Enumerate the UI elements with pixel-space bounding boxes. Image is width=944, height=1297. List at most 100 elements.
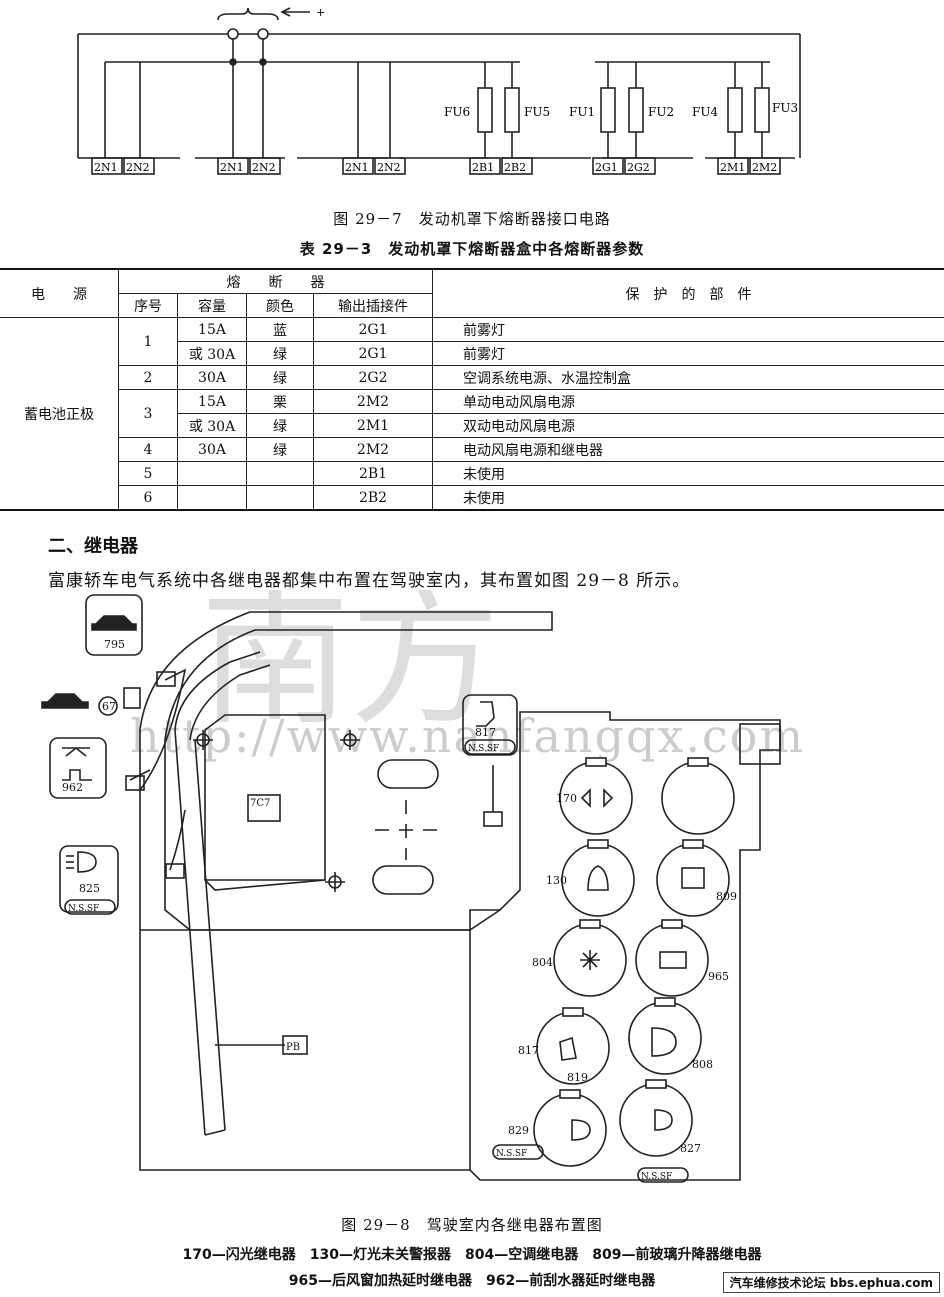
- nssf-badge: N.S.SF: [68, 904, 99, 914]
- table-row: 6 2B2 未使用: [0, 485, 944, 511]
- label-809: 809: [716, 890, 737, 903]
- header-col: 颜色: [246, 293, 314, 318]
- label-808: 808: [692, 1058, 713, 1071]
- connector-label: 2N1: [220, 161, 244, 174]
- cell-out: 2G1: [313, 317, 433, 342]
- fuse-label: FU5: [524, 105, 550, 119]
- connector-labels: 2N1 2N2 2N1 2N2 2N1 2N2 2B1 2B2 2G1 2G2 …: [94, 161, 777, 174]
- cell-part: 双动电动风扇电源: [432, 413, 944, 438]
- connector-label: 2G2: [627, 161, 650, 174]
- cell-color: [246, 461, 314, 486]
- cell-cap: 或 30A: [177, 413, 247, 438]
- label-box: 7C7: [250, 798, 270, 809]
- cell-out: 2B2: [313, 485, 433, 511]
- cell-out: 2M1: [313, 413, 433, 438]
- forum-badge: 汽车维修技术论坛 bbs.ephua.com: [722, 1272, 940, 1293]
- cell-no: 2: [118, 365, 178, 390]
- cell-cap: [177, 485, 247, 511]
- fuse-label: FU3: [772, 101, 798, 115]
- cell-cap: 15A: [177, 389, 247, 414]
- cell-out: 2G1: [313, 341, 433, 366]
- label-170: 170: [556, 792, 577, 805]
- label-67: 67: [102, 700, 116, 713]
- fuse-label: FU1: [569, 105, 595, 119]
- cell-color: 绿: [246, 413, 314, 438]
- connector-label: 2N1: [345, 161, 369, 174]
- header-col: 容量: [177, 293, 247, 318]
- cell-color: 绿: [246, 437, 314, 462]
- cell-out: 2M2: [313, 389, 433, 414]
- label-829: 829: [508, 1124, 529, 1137]
- cell-cap: 15A: [177, 317, 247, 342]
- cell-out: 2M2: [313, 437, 433, 462]
- source-cell: 蓄电池正极: [0, 317, 119, 511]
- connector-label: 2N2: [252, 161, 276, 174]
- cell-part: 未使用: [432, 485, 944, 511]
- cell-no: 5: [118, 461, 178, 486]
- cell-part: 前雾灯: [432, 317, 944, 342]
- label-825: 825: [79, 882, 100, 895]
- nssf-badge: N.S.SF: [496, 1149, 527, 1159]
- table-row: 蓄电池正极 1 15A 蓝 2G1 前雾灯: [0, 317, 944, 511]
- label-817-top: 817: [475, 726, 496, 739]
- table-row: 5 2B1 未使用: [0, 461, 944, 486]
- fuse-label: FU2: [648, 105, 674, 119]
- label-962: 962: [62, 781, 83, 794]
- nssf-badge: N.S.SF: [641, 1172, 672, 1182]
- connector-label: 2N2: [126, 161, 150, 174]
- table-row: 2 30A 绿 2G2 空调系统电源、水温控制盒: [0, 365, 944, 390]
- cell-cap: 30A: [177, 365, 247, 390]
- relay-labels: 795 67 962 825 N.S.SF 817 N.S.SF 170 130…: [62, 638, 737, 1182]
- cell-color: 蓝: [246, 317, 314, 342]
- plus-sign: +: [316, 6, 325, 19]
- cell-cap: [177, 461, 247, 486]
- cell-out: 2G2: [313, 365, 433, 390]
- label-804: 804: [532, 956, 553, 969]
- cell-no: 1: [118, 317, 178, 366]
- table-row: 4 30A 绿 2M2 电动风扇电源和继电器: [0, 437, 944, 462]
- legend-line-2: 965—后风窗加热延时继电器 962—前刮水器延时继电器: [288, 1273, 656, 1289]
- label-795: 795: [104, 638, 125, 651]
- cell-color: 绿: [246, 365, 314, 390]
- relay-layout-diagram: 南方 http://www.nanfangqx.com: [41, 590, 803, 1183]
- cell-part: 前雾灯: [432, 341, 944, 366]
- fuse-circuit-diagram: + FU6 FU5 FU1 FU2 FU4 FU3 2N1 2N2 2N1 2N…: [77, 6, 801, 175]
- connector-label: 2B2: [504, 161, 526, 174]
- cell-part: 未使用: [432, 461, 944, 486]
- connector-label: 2M1: [720, 161, 745, 174]
- cell-cap: 30A: [177, 437, 247, 462]
- table-row: 或 30A 绿 2M1 双动电动风扇电源: [0, 413, 944, 438]
- figure-29-8-caption: 图 29－8 驾驶室内各继电器布置图: [341, 1216, 603, 1234]
- fuse-labels: FU6 FU5 FU1 FU2 FU4 FU3: [444, 101, 798, 119]
- cell-part: 电动风扇电源和继电器: [432, 437, 944, 462]
- connector-label: 2N2: [377, 161, 401, 174]
- header-col: 序号: [118, 293, 178, 318]
- cell-color: 绿: [246, 341, 314, 366]
- cell-no: 6: [118, 485, 178, 511]
- table-row: 3 15A 栗 2M2 单动电动风扇电源: [0, 389, 944, 438]
- label-965: 965: [708, 970, 729, 983]
- header-fuse-group: 熔 断 器: [118, 268, 433, 294]
- cell-no: 3: [118, 389, 178, 438]
- header-protect: 保 护 的 部 件: [432, 268, 944, 318]
- label-pb: PB: [286, 1042, 300, 1053]
- cell-out: 2B1: [313, 461, 433, 486]
- nssf-badge: N.S.SF: [468, 744, 499, 754]
- header-col: 输出插接件: [313, 293, 433, 318]
- cell-part: 空调系统电源、水温控制盒: [432, 365, 944, 390]
- cell-color: [246, 485, 314, 511]
- label-819: 819: [567, 1071, 588, 1084]
- cell-color: 栗: [246, 389, 314, 414]
- cell-no: 4: [118, 437, 178, 462]
- watermark-chars: 南方: [200, 590, 500, 746]
- label-130: 130: [546, 874, 567, 887]
- connector-label: 2G1: [595, 161, 618, 174]
- table-29-3-title: 表 29－3 发动机罩下熔断器盒中各熔断器参数: [299, 240, 645, 258]
- fuse-label: FU4: [692, 105, 718, 119]
- figure-29-7-caption: 图 29－7 发动机罩下熔断器接口电路: [333, 210, 611, 228]
- connector-label: 2M2: [752, 161, 777, 174]
- connector-label: 2B1: [472, 161, 494, 174]
- cell-part: 单动电动风扇电源: [432, 389, 944, 414]
- fuse-label: FU6: [444, 105, 470, 119]
- label-827: 827: [680, 1142, 701, 1155]
